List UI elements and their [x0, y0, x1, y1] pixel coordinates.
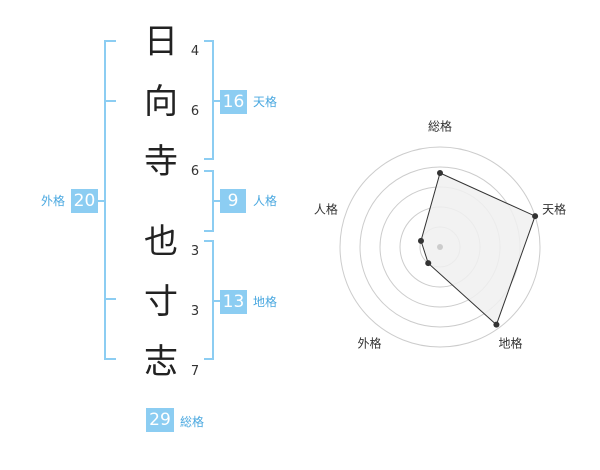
radar-axis-label-4: 外格: [357, 336, 381, 351]
stroke-count-5: 3: [190, 304, 200, 319]
radar-axis-label-1: 総格: [428, 119, 452, 134]
radar-point-5: [417, 237, 424, 244]
radar-grid-ring: [339, 146, 541, 348]
chikaku-label: 地格: [253, 295, 278, 309]
radar-point-2: [532, 213, 539, 220]
radar-axis-label-2: 天格: [542, 201, 566, 216]
name-char-2: 向: [144, 82, 178, 122]
soukaku-value-badge: 29: [146, 408, 174, 432]
jinkaku-label: 人格: [253, 194, 278, 208]
stroke-count-2: 6: [190, 104, 200, 119]
tenkaku-value-badge: 16: [220, 90, 247, 114]
tenkaku-label: 天格: [253, 95, 278, 109]
name-char-3: 寺: [144, 142, 178, 182]
radar-point-1: [437, 170, 443, 176]
stroke-count-6: 7: [190, 364, 200, 379]
stroke-count-1: 4: [190, 44, 200, 59]
radar-center-point: [437, 244, 443, 250]
name-char-6: 志: [144, 342, 178, 382]
gaikaku-value-badge: 20: [71, 189, 98, 213]
name-char-4: 也: [144, 222, 178, 262]
soukaku-label: 総格: [180, 415, 205, 429]
stroke-count-3: 6: [190, 164, 200, 179]
gaikaku-label: 外格: [41, 194, 66, 208]
radar-point-3: [493, 321, 500, 328]
jinkaku-value-badge: 9: [220, 189, 246, 213]
name-char-5: 寸: [144, 282, 178, 322]
radar-axis-label-5: 人格: [314, 201, 338, 216]
stroke-count-4: 3: [190, 244, 200, 259]
name-char-1: 日: [144, 22, 178, 62]
radar-value-area: [420, 172, 536, 326]
chikaku-value-badge: 13: [220, 290, 247, 314]
radar-axis-label-3: 地格: [499, 336, 523, 351]
radar-point-4: [425, 260, 432, 267]
